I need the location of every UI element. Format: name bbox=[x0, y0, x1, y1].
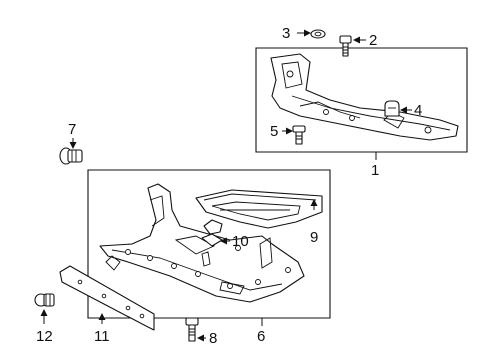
callout-2: 2 bbox=[369, 32, 377, 49]
group-6-frame bbox=[87, 169, 331, 319]
callout-8: 8 bbox=[209, 330, 217, 347]
shield-strip-part bbox=[59, 265, 155, 331]
callout-10: 10 bbox=[232, 233, 249, 250]
callout-1: 1 bbox=[371, 162, 379, 179]
clip-10-part bbox=[201, 219, 223, 247]
under-cover-part bbox=[195, 189, 323, 229]
clip-nut-part bbox=[384, 100, 400, 117]
callout-5: 5 bbox=[270, 123, 278, 140]
lower-frame-part bbox=[99, 183, 305, 303]
callout-3: 3 bbox=[282, 25, 290, 42]
subframe-crossmember-part bbox=[270, 53, 459, 141]
callout-9: 9 bbox=[310, 229, 318, 246]
screw-12-part bbox=[34, 293, 55, 307]
bolt-8-part bbox=[185, 317, 199, 342]
callout-11: 11 bbox=[94, 328, 110, 345]
callout-4: 4 bbox=[414, 102, 422, 119]
group-1-frame bbox=[255, 47, 468, 153]
callout-12: 12 bbox=[36, 328, 53, 345]
bolt-5-part bbox=[292, 125, 306, 145]
callout-7: 7 bbox=[68, 121, 76, 138]
bolt-2-part bbox=[339, 35, 352, 57]
push-clip-part bbox=[59, 147, 83, 165]
callout-6: 6 bbox=[257, 328, 265, 345]
washer-part bbox=[310, 29, 326, 39]
